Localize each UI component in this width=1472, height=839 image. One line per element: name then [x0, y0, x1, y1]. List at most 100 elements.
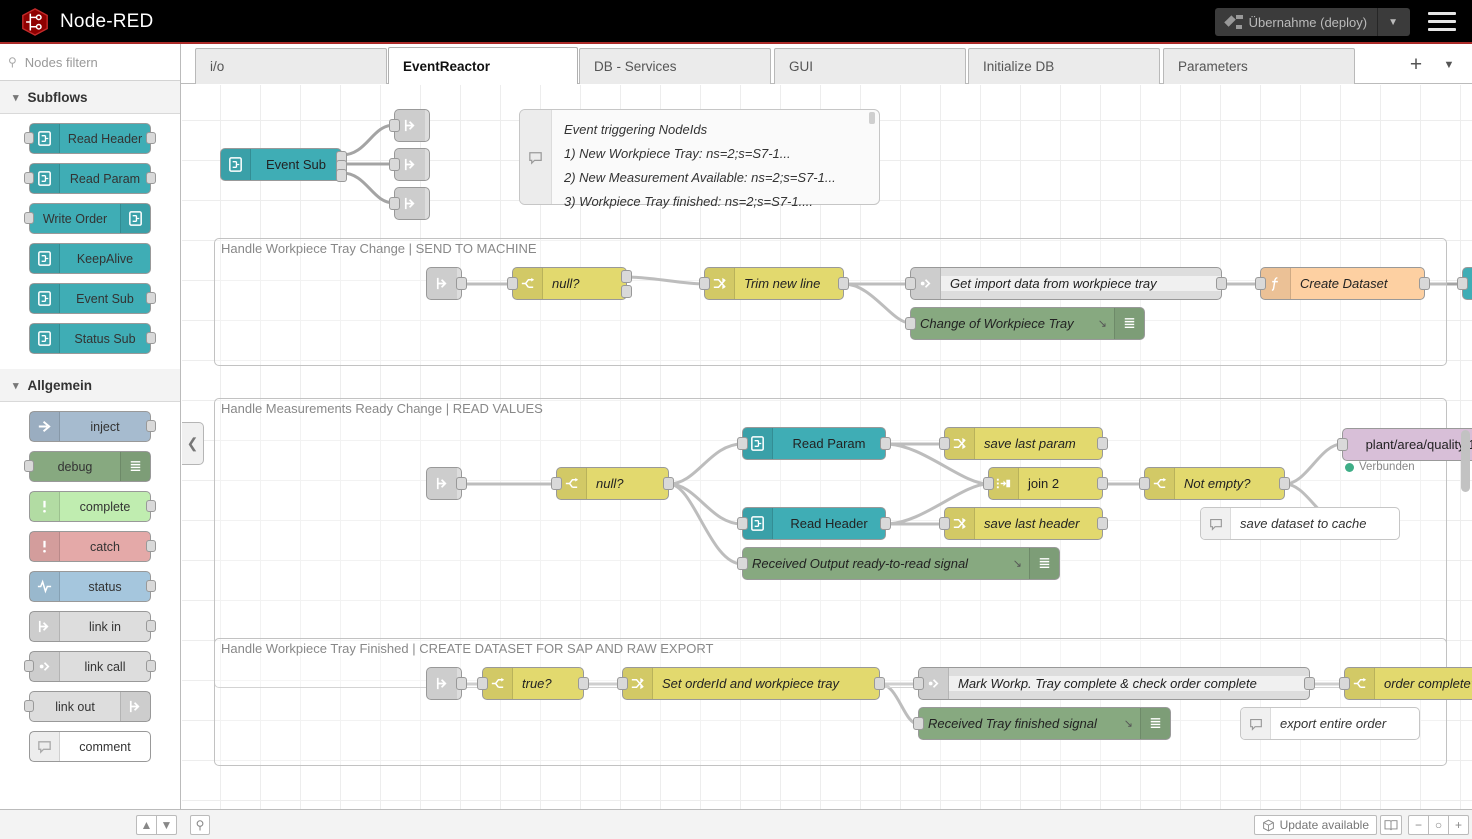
output-port[interactable]	[1097, 517, 1108, 530]
input-port[interactable]	[1457, 277, 1468, 290]
palette-node-status-sub[interactable]: Status Sub	[29, 323, 156, 354]
input-port[interactable]	[24, 132, 34, 144]
output-port[interactable]	[880, 517, 891, 530]
input-port[interactable]	[737, 557, 748, 570]
input-port[interactable]	[389, 158, 400, 171]
node-debug-received-output-ready[interactable]: Received Output ready-to-read signal ↘	[737, 547, 1060, 580]
node-comment-save-dataset[interactable]: save dataset to cache	[1200, 507, 1400, 540]
node-link-in-g1[interactable]	[426, 267, 467, 300]
collapse-all-button[interactable]: ▲	[136, 815, 157, 835]
output-port[interactable]	[1097, 437, 1108, 450]
node-change-save-last-param[interactable]: save last param	[939, 427, 1108, 460]
palette-node-write-order[interactable]: Write Order	[24, 203, 151, 234]
node-debug-received-tray-finished[interactable]: Received Tray finished signal ↘	[913, 707, 1171, 740]
palette-node-read-header[interactable]: Read Header	[24, 123, 156, 154]
input-port[interactable]	[983, 477, 994, 490]
palette-node-link-call[interactable]: link call	[24, 651, 156, 682]
output-port[interactable]	[1216, 277, 1227, 290]
book-icon[interactable]	[1380, 815, 1402, 835]
palette-node-catch[interactable]: catch	[29, 531, 156, 562]
node-subflow-read-param[interactable]: Read Param	[737, 427, 891, 460]
input-port[interactable]	[905, 277, 916, 290]
input-port[interactable]	[913, 677, 924, 690]
input-port[interactable]	[389, 197, 400, 210]
output-port[interactable]	[1097, 477, 1108, 490]
search-input[interactable]	[22, 53, 163, 71]
tab-initialize-db[interactable]: Initialize DB	[968, 48, 1160, 84]
output-port[interactable]	[146, 660, 156, 672]
zoom-out-button[interactable]: −	[1408, 815, 1429, 835]
group-workpiece-tray-finished[interactable]: Handle Workpiece Tray Finished | CREATE …	[214, 638, 1447, 766]
node-link-out-3[interactable]	[389, 187, 430, 220]
output-port-2[interactable]	[621, 285, 632, 298]
input-port[interactable]	[913, 717, 924, 730]
tab-db-services[interactable]: DB - Services	[579, 48, 771, 84]
node-subflow-read-header[interactable]: Read Header	[737, 507, 891, 540]
palette-node-comment[interactable]: comment	[29, 731, 151, 762]
output-port[interactable]	[880, 437, 891, 450]
node-subflow-write-order[interactable]: Write Order	[1457, 267, 1472, 300]
comment-resize-handle[interactable]	[869, 112, 875, 124]
node-link-out-2[interactable]	[389, 148, 430, 181]
node-change-set-orderid[interactable]: Set orderId and workpiece tray	[617, 667, 885, 700]
node-link-call-get-import-data[interactable]: Get import data from workpiece tray	[905, 267, 1227, 300]
palette-node-debug[interactable]: debug	[24, 451, 151, 482]
output-port[interactable]	[146, 172, 156, 184]
output-port[interactable]	[146, 620, 156, 632]
node-link-out-1[interactable]	[389, 109, 430, 142]
output-port-1[interactable]	[621, 270, 632, 283]
node-change-trim-new-line[interactable]: Trim new line	[699, 267, 849, 300]
output-port[interactable]	[146, 580, 156, 592]
output-port[interactable]	[874, 677, 885, 690]
output-port[interactable]	[146, 540, 156, 552]
node-switch-not-empty[interactable]: Not empty?	[1139, 467, 1290, 500]
output-port[interactable]	[663, 477, 674, 490]
add-tab-button[interactable]: +	[1409, 53, 1423, 76]
output-port[interactable]	[456, 277, 467, 290]
input-port[interactable]	[1337, 438, 1348, 451]
node-switch-order-complete[interactable]: order complete?	[1339, 667, 1472, 700]
node-switch-null-g2[interactable]: null?	[551, 467, 674, 500]
deploy-button[interactable]: Übernahme (deploy) ▼	[1214, 8, 1410, 36]
chevron-down-icon[interactable]: ▼	[1388, 16, 1398, 28]
input-port[interactable]	[477, 677, 488, 690]
hamburger-menu-icon[interactable]	[1428, 12, 1456, 32]
tab-menu-button[interactable]: ▼	[1443, 59, 1455, 71]
update-available-button[interactable]: Update available	[1253, 815, 1377, 835]
palette-node-read-param[interactable]: Read Param	[24, 163, 156, 194]
node-link-in-g3[interactable]	[426, 667, 467, 700]
input-port[interactable]	[939, 437, 950, 450]
node-join-2[interactable]: join 2	[983, 467, 1108, 500]
input-port[interactable]	[699, 277, 710, 290]
output-port[interactable]	[146, 420, 156, 432]
input-port[interactable]	[389, 119, 400, 132]
canvas-vertical-scrollbar[interactable]	[1461, 430, 1470, 492]
group-workpiece-tray-change[interactable]: Handle Workpiece Tray Change | SEND TO M…	[214, 238, 1447, 366]
input-port[interactable]	[24, 700, 34, 712]
input-port[interactable]	[905, 317, 916, 330]
palette-search[interactable]: ⚲	[0, 44, 180, 81]
palette-node-link-out[interactable]: link out	[24, 691, 151, 722]
input-port[interactable]	[1139, 477, 1150, 490]
palette-node-complete[interactable]: complete	[29, 491, 156, 522]
output-port[interactable]	[1419, 277, 1430, 290]
tab-parameters[interactable]: Parameters	[1163, 48, 1355, 84]
output-port[interactable]	[146, 132, 156, 144]
node-switch-true[interactable]: true?	[477, 667, 589, 700]
output-port[interactable]	[456, 677, 467, 690]
output-port-3[interactable]	[336, 169, 347, 182]
node-comment-export-entire-order[interactable]: export entire order	[1240, 707, 1420, 740]
flow-canvas[interactable]: Event Sub Event triggering NodeIds 1) Ne…	[182, 85, 1472, 809]
tab-eventreactor[interactable]: EventReactor	[388, 47, 578, 84]
node-switch-null-g1[interactable]: null?	[507, 267, 632, 300]
input-port[interactable]	[737, 517, 748, 530]
input-port[interactable]	[1255, 277, 1266, 290]
node-mqtt-out-plant-raw[interactable]: plant/area/quality/1411005/raw	[1337, 428, 1472, 461]
node-event-sub[interactable]: Event Sub	[220, 148, 347, 182]
palette-category-subflows[interactable]: ▾ Subflows	[0, 81, 180, 114]
palette-node-keepalive[interactable]: KeepAlive	[29, 243, 151, 274]
expand-all-button[interactable]: ▼	[156, 815, 177, 835]
zoom-reset-button[interactable]: ○	[1428, 815, 1449, 835]
output-port[interactable]	[1279, 477, 1290, 490]
tab-gui[interactable]: GUI	[774, 48, 966, 84]
